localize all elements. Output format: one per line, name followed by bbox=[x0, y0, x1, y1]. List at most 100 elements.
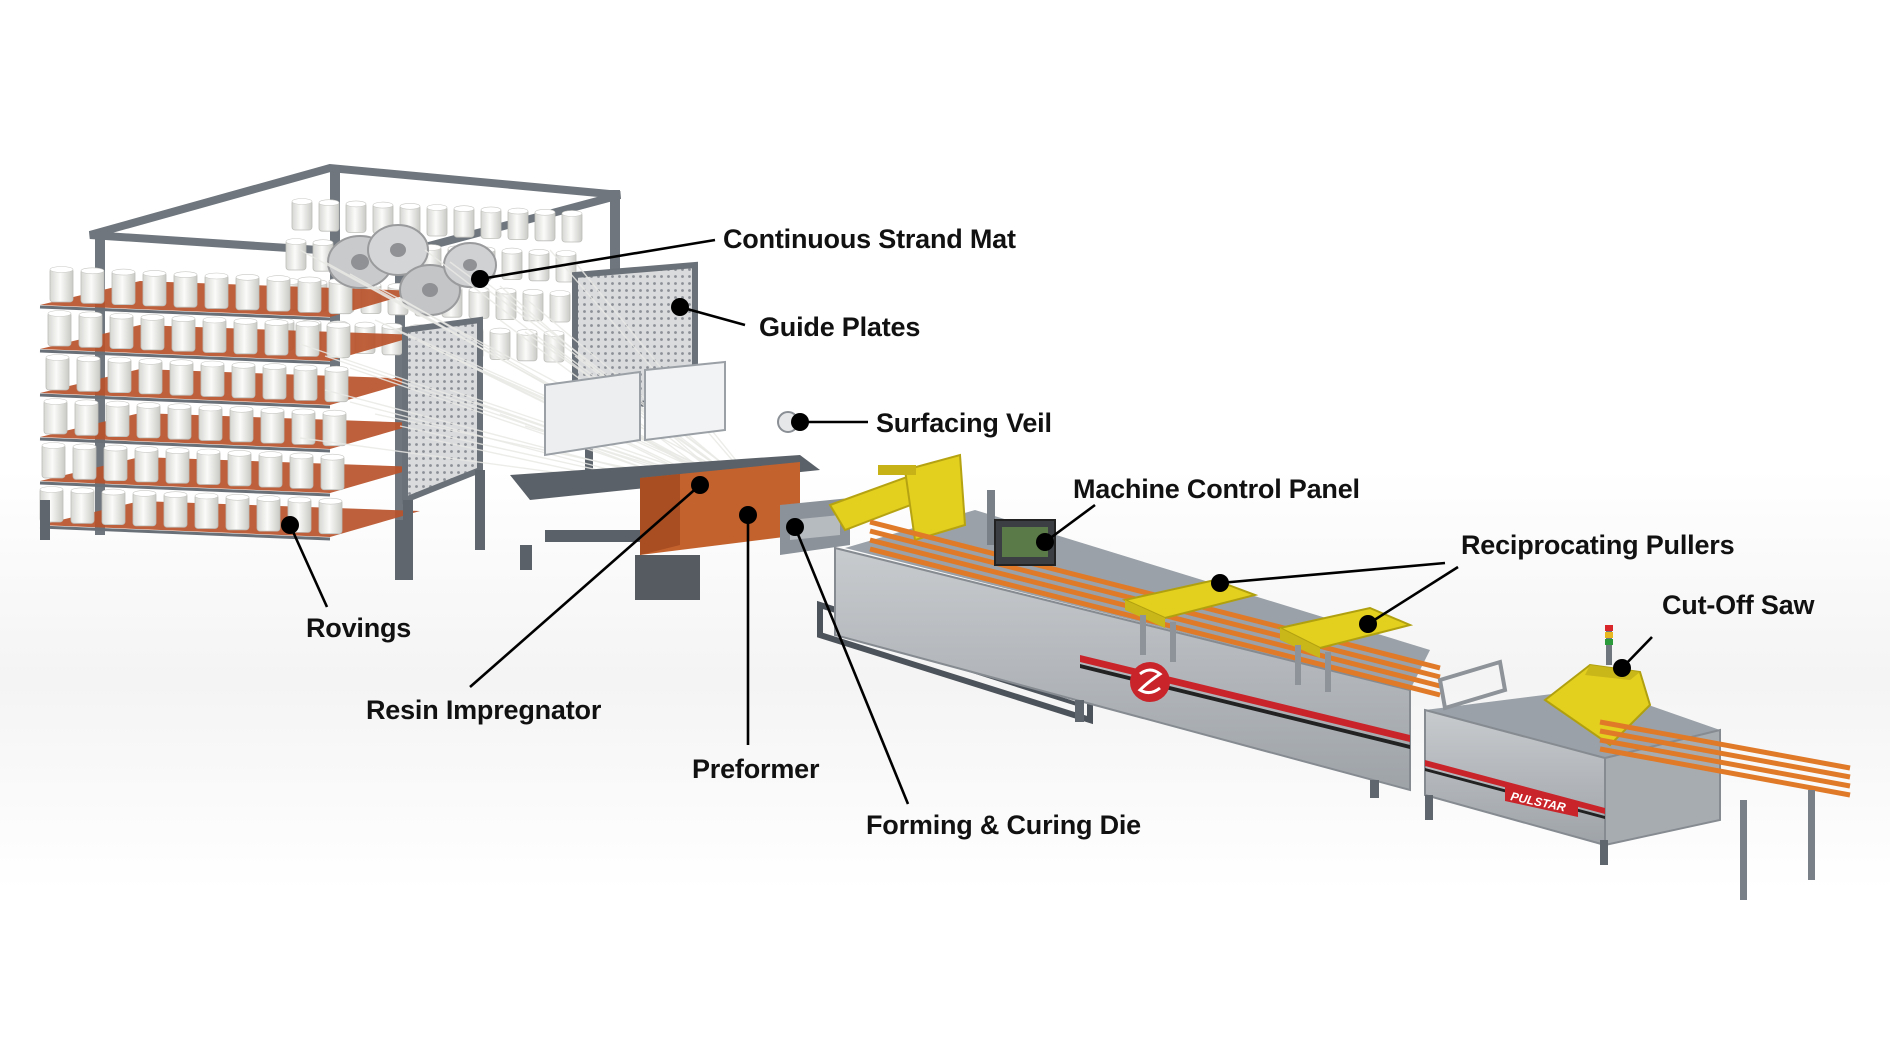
roving-spool-top bbox=[522, 288, 544, 296]
label-rovings: Rovings bbox=[306, 613, 411, 643]
roving-spool-top bbox=[140, 314, 165, 321]
roving-spool-top bbox=[78, 311, 103, 319]
roving-spool bbox=[233, 319, 258, 355]
roving-spool-top bbox=[291, 408, 316, 416]
roving-spool-top bbox=[41, 442, 66, 449]
roving-spool-top bbox=[136, 402, 161, 409]
roving-spool bbox=[47, 311, 72, 347]
roving-spool bbox=[297, 277, 322, 313]
roving-spool bbox=[136, 403, 161, 439]
roving-spool bbox=[78, 312, 103, 348]
roving-spool bbox=[41, 443, 66, 479]
roving-spool-top bbox=[49, 266, 74, 273]
saw-machine: PULSTAR bbox=[1424, 625, 1851, 900]
roving-spool-top bbox=[80, 267, 105, 275]
roving-spool bbox=[225, 495, 250, 531]
roving-spool bbox=[134, 447, 159, 483]
roving-spool-top bbox=[132, 490, 157, 497]
roving-spool bbox=[293, 365, 318, 401]
roving-spool-top bbox=[109, 312, 134, 320]
roving-spool-top bbox=[169, 359, 194, 367]
roving-spool-top bbox=[171, 315, 196, 323]
roving-spool-top bbox=[293, 364, 318, 372]
roving-spool-top bbox=[480, 206, 502, 214]
roving-spool bbox=[167, 404, 192, 440]
outfeed-profile bbox=[1599, 737, 1851, 789]
roving-spool bbox=[266, 276, 291, 312]
guide-cards bbox=[544, 360, 726, 457]
label-resin-impregnator: Resin Impregnator bbox=[366, 695, 602, 725]
roving-spool-top bbox=[39, 486, 64, 493]
roving-spool-top bbox=[163, 491, 188, 499]
roving-spool-top bbox=[297, 276, 322, 284]
roving-spool bbox=[49, 267, 74, 303]
roving-spool bbox=[132, 491, 157, 527]
roving-spool-top bbox=[142, 270, 167, 277]
roving-spool-top bbox=[105, 400, 130, 408]
roving-spool-top bbox=[260, 407, 285, 414]
creel-shelf-rail bbox=[39, 481, 331, 497]
roving-spool-top bbox=[507, 207, 529, 215]
roving-spool bbox=[200, 362, 225, 397]
label-surfacing-veil: Surfacing Veil bbox=[876, 408, 1052, 438]
roving-spool-top bbox=[324, 365, 349, 373]
roving-spool bbox=[105, 402, 130, 438]
roving-spool bbox=[171, 316, 196, 352]
roving-spool bbox=[227, 451, 252, 487]
roving-spool-top bbox=[43, 398, 68, 405]
roving-spool-top bbox=[103, 444, 128, 452]
roving-spool bbox=[322, 411, 347, 447]
impregnator-base bbox=[510, 411, 820, 600]
roving-spool-top bbox=[318, 199, 340, 206]
roving-spool-top bbox=[426, 204, 448, 211]
roving-spool bbox=[260, 408, 285, 444]
roving-spool-top bbox=[501, 247, 523, 255]
roving-spool-top bbox=[134, 446, 159, 453]
outfeed-profile bbox=[1599, 719, 1851, 771]
roving-spool bbox=[324, 367, 349, 403]
roving-spool-top bbox=[489, 327, 511, 335]
roving-spool-top bbox=[266, 275, 291, 282]
roving-spool bbox=[74, 400, 99, 436]
roving-spool-top bbox=[320, 453, 345, 461]
roving-spool bbox=[138, 359, 163, 395]
roving-spool bbox=[45, 355, 70, 391]
roving-spool bbox=[295, 321, 320, 357]
roving-spool bbox=[231, 363, 256, 399]
roving-spool-top bbox=[312, 239, 334, 246]
puller-machine bbox=[817, 453, 1441, 798]
roving-spool-top bbox=[70, 487, 95, 495]
label-continuous-strand-mat: Continuous Strand Mat bbox=[723, 224, 1016, 254]
roving-spool bbox=[318, 499, 343, 535]
roving-spool-top bbox=[194, 492, 219, 500]
label-cut-off-saw: Cut-Off Saw bbox=[1662, 590, 1815, 620]
roving-spool bbox=[140, 315, 165, 351]
roving-spool-top bbox=[289, 452, 314, 460]
roving-spool-top bbox=[196, 448, 221, 456]
label-machine-control-panel: Machine Control Panel bbox=[1073, 474, 1360, 504]
creel-shelf-rail bbox=[39, 349, 331, 365]
label-forming-curing-die: Forming & Curing Die bbox=[866, 810, 1141, 840]
forming-die bbox=[780, 498, 850, 555]
roving-spool bbox=[326, 323, 351, 359]
roving-spool-top bbox=[285, 238, 307, 245]
roving-spool-top bbox=[528, 249, 550, 256]
roving-spool-top bbox=[167, 403, 192, 411]
roving-spool-top bbox=[72, 443, 97, 451]
roving-spool bbox=[256, 496, 281, 532]
roving-spool bbox=[107, 358, 132, 394]
roving-spool-top bbox=[295, 320, 320, 328]
roving-spool-top bbox=[345, 200, 367, 208]
roving-spool bbox=[103, 446, 128, 482]
roving-spool-top bbox=[229, 405, 254, 413]
creel-shelf-rail bbox=[39, 437, 331, 453]
mat-rolls bbox=[327, 224, 497, 316]
roving-spool bbox=[101, 490, 126, 526]
roving-spool bbox=[109, 314, 134, 350]
roving-spool-top bbox=[198, 404, 223, 412]
roving-spool bbox=[165, 448, 190, 484]
roving-spool-top bbox=[256, 495, 281, 502]
label-reciprocating-pullers: Reciprocating Pullers bbox=[1461, 530, 1734, 560]
roving-spool-top bbox=[227, 449, 252, 457]
roving-spool bbox=[173, 272, 198, 308]
